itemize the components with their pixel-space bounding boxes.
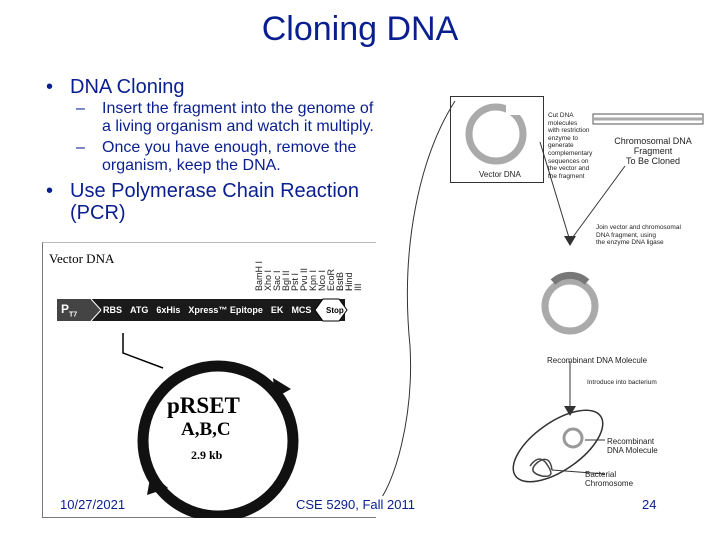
vector-dna-box [450, 96, 544, 183]
sub-bullet-line: a living organism and watch it multiply. [102, 118, 374, 135]
introduce-note: Introduce into bacterium [587, 379, 657, 386]
feature-bar [57, 298, 348, 322]
cut-dna-note: Cut DNA molecules with restriction enzym… [548, 112, 592, 180]
restriction-sites: BamH I Xho I Sac I Bgl II Pst I Pvu II K… [251, 247, 363, 297]
note-line: sequences on [548, 157, 589, 165]
feature-6xhis: 6xHis [156, 305, 181, 315]
note-line: the vector and [548, 165, 590, 173]
feature-xpress: Xpress™ Epitope [188, 305, 263, 315]
fragment-line: Chromosomal DNA [614, 136, 692, 146]
footer-page-number: 24 [642, 497, 657, 512]
feature-atg: ATG [130, 305, 149, 315]
promoter-sub: T7 [69, 311, 78, 319]
plasmid-map [122, 333, 299, 518]
site-hindiii: Hind III [344, 272, 363, 291]
dash-marker: – [76, 139, 85, 156]
bacterial-chromosome-label: Bacterial Chromosome [585, 470, 633, 488]
sub-bullet-line: Insert the fragment into the genome of [102, 100, 374, 117]
vector-dna-label: Vector DNA [479, 170, 521, 179]
dash-marker: – [76, 100, 85, 117]
note-line: enzyme to [548, 134, 578, 142]
feature-ek: EK [270, 305, 284, 315]
note-line: Cut DNA [548, 112, 574, 119]
note-line: complementary [548, 149, 593, 157]
cell-recombinant-label: Recombinant DNA Molecule [607, 437, 658, 455]
bullet-pcr: • Use Polymerase Chain Reaction (PCR) [46, 180, 360, 224]
bullet-text: DNA Cloning [70, 76, 185, 98]
sub-bullet-line: Once you have enough, remove the [102, 139, 357, 156]
slide-title: Cloning DNA [261, 10, 459, 48]
promoter-letter: P [61, 302, 70, 316]
feature-rbs: RBS [103, 305, 123, 315]
promoter-label: PT7 [61, 302, 77, 318]
fragment-line: Fragment [633, 146, 673, 156]
bullet-text: Use Polymerase Chain Reaction [70, 180, 360, 202]
note-line: molecules [548, 119, 578, 127]
note-line: the enzyme DNA ligase [596, 239, 664, 247]
chromosomal-fragment-label: Chromosomal DNA Fragment To Be Cloned [608, 136, 698, 166]
plasmid-name: pRSET [167, 393, 240, 418]
sub-bullet-insert: – Insert the fragment into the genome of… [76, 100, 432, 136]
cloning-diagram [381, 100, 704, 496]
footer-date: 10/27/2021 [60, 497, 126, 512]
chromosome-line: Chromosome [585, 479, 634, 488]
recombinant-dna-label: Recombinant DNA Molecule [547, 356, 648, 365]
fragment-line: To Be Cloned [625, 156, 681, 166]
bullet-marker: • [46, 76, 54, 98]
note-line: DNA fragment, using [596, 231, 656, 239]
note-line: generate [548, 142, 574, 150]
sub-bullet-remove: – Once you have enough, remove the organ… [76, 139, 432, 175]
bullet-text: (PCR) [70, 202, 126, 224]
bullet-marker: • [46, 180, 54, 202]
plasmid-size: 2.9 kb [191, 448, 223, 462]
feature-mcs: MCS [291, 305, 312, 315]
bullet-dna-cloning: • DNA Cloning [46, 76, 185, 99]
join-note: Join vector and chromosomal DNA fragment… [596, 224, 681, 247]
stop-codon-label: Stop [326, 306, 344, 315]
sub-bullet-line: organism, keep the DNA. [102, 157, 281, 174]
cell-line: DNA Molecule [607, 446, 658, 455]
feature-labels: RBS ATG 6xHis Xpress™ Epitope EK MCS [103, 305, 311, 315]
vector-map-figure: Vector DNA BamH I Xho I Sac I Bgl II Pst… [42, 242, 376, 518]
vector-map-heading: Vector DNA [49, 251, 115, 266]
note-line: Join vector and chromosomal [596, 224, 681, 231]
note-line: with restriction [548, 127, 590, 135]
chromosome-line: Bacterial [585, 470, 617, 479]
note-line: the fragment [548, 172, 585, 180]
cell-line: Recombinant [607, 437, 655, 446]
plasmid-versions: A,B,C [181, 419, 231, 440]
footer-course: CSE 5290, Fall 2011 [296, 497, 415, 512]
